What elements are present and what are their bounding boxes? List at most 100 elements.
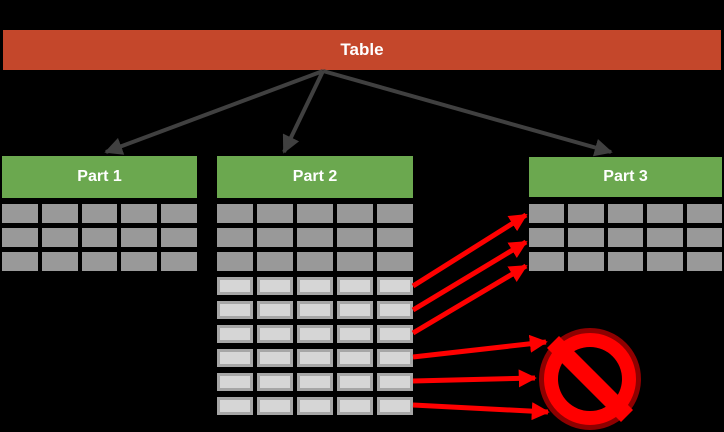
row-cell [377,301,413,319]
distribution-arrow [322,69,613,157]
row-cell [257,252,293,271]
row-cell [377,228,413,247]
table-to-parts-arrows [104,69,613,157]
row-cell [377,373,413,391]
row-cell [257,373,293,391]
row-cell [121,228,158,247]
part2-overflow-grid [217,277,413,415]
row-cell [41,228,78,247]
row-cell [161,252,197,271]
part3-header: Part 3 [529,157,722,197]
row-cell [297,397,333,415]
row-cell [257,301,293,319]
row-cell [161,228,197,247]
row-cell [297,228,333,247]
row-cell [377,325,413,343]
row-cell [337,277,373,295]
redistribution-arrow [411,212,528,289]
row-cell [337,349,373,367]
row-cell [257,349,293,367]
row-cell [377,204,413,223]
row-cell [2,252,38,271]
row-cell [217,325,253,343]
row-cell [2,228,38,247]
part2-grid [217,204,413,271]
part2-label: Part 2 [292,168,338,185]
row-cell [217,301,253,319]
redistribution-arrow [412,402,550,421]
part1-header: Part 1 [2,156,197,198]
redistribution-arrow [411,263,528,336]
row-cell [217,397,253,415]
rows-to-no-entry-arrows [412,334,550,421]
part1-grid [2,204,197,271]
row-cell [647,204,683,223]
redistribution-arrow [411,239,528,313]
row-cell [377,277,413,295]
row-cell [607,204,644,223]
row-cell [337,397,373,415]
row-cell [297,325,333,343]
redistribution-arrow [412,334,548,360]
row-cell [337,204,373,223]
table-header: Table [3,30,721,70]
part2-header: Part 2 [217,156,413,198]
row-cell [377,252,413,271]
row-cell [217,349,253,367]
row-cell [297,349,333,367]
row-cell [297,277,333,295]
row-cell [297,373,333,391]
row-cell [686,228,722,247]
row-cell [568,252,604,271]
row-cell [529,252,565,271]
row-cell [257,277,293,295]
row-cell [337,325,373,343]
row-cell [568,204,604,223]
row-cell [257,397,293,415]
row-cell [257,325,293,343]
row-cell [297,252,333,271]
row-cell [81,228,118,247]
part3-grid [529,204,722,271]
row-cell [686,204,722,223]
row-cell [337,373,373,391]
row-cell [257,204,293,223]
row-cell [607,252,644,271]
no-entry-icon [539,328,641,430]
row-cell [607,228,644,247]
row-cell [217,204,253,223]
rows-to-part3-arrows [411,212,528,336]
row-cell [121,204,158,223]
row-cell [337,252,373,271]
redistribution-arrow [412,369,537,388]
row-cell [568,228,604,247]
distribution-arrow [104,69,324,155]
row-cell [81,252,118,271]
row-cell [377,349,413,367]
distribution-arrow [282,70,325,154]
row-cell [217,228,253,247]
row-cell [529,228,565,247]
row-cell [377,397,413,415]
row-cell [41,204,78,223]
row-cell [297,204,333,223]
row-cell [217,373,253,391]
row-cell [81,204,118,223]
row-cell [647,228,683,247]
row-cell [686,252,722,271]
table-label: Table [340,40,384,59]
row-cell [297,301,333,319]
part1-label: Part 1 [77,168,122,185]
row-cell [337,301,373,319]
row-cell [217,252,253,271]
row-cell [337,228,373,247]
row-cell [217,277,253,295]
row-cell [257,228,293,247]
row-cell [161,204,197,223]
row-cell [647,252,683,271]
row-cell [121,252,158,271]
row-cell [2,204,38,223]
row-cell [529,204,565,223]
part3-label: Part 3 [603,168,648,185]
